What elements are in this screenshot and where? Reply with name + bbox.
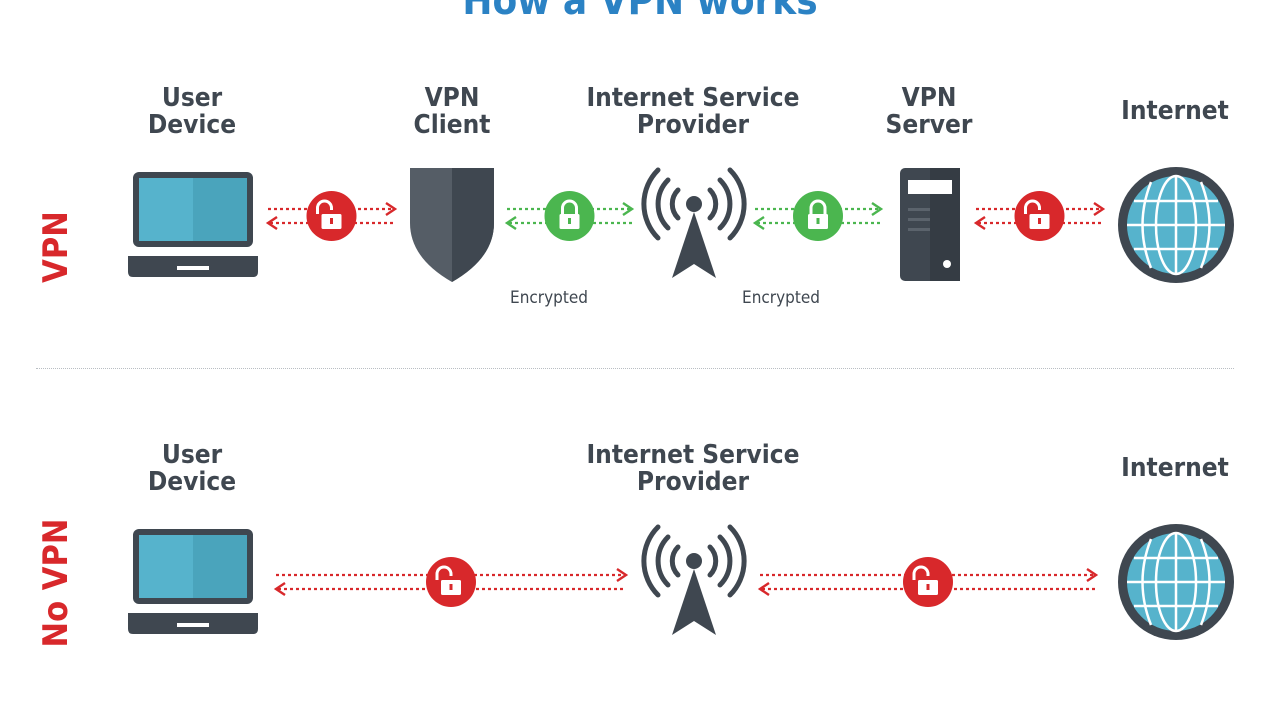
encrypted-caption: Encrypted [742,288,820,308]
server-icon [900,168,960,281]
arrow-right-icon [1093,202,1106,216]
node-label-internet: Internet [1121,96,1229,126]
section-divider [36,368,1234,369]
encrypted-link [504,191,635,241]
laptop-icon [128,172,258,277]
arrow-left-icon [504,216,517,230]
arrow-left-icon [273,582,286,596]
arrow-left-icon [757,582,770,596]
unencrypted-link [973,191,1106,241]
lock-open-icon [426,557,476,607]
globe-icon [1118,167,1234,283]
arrow-right-icon [385,202,398,216]
lock-closed-icon [544,191,595,241]
arrow-left-icon [265,216,278,230]
antenna-tower-icon [641,167,747,278]
unencrypted-link [757,557,1099,607]
encrypted-caption: Encrypted [510,288,588,308]
arrow-right-icon [1086,568,1099,582]
shield-icon [410,168,494,282]
lock-closed-icon [793,191,843,241]
antenna-tower-icon [641,524,747,635]
arrow-right-icon [616,568,629,582]
arrow-left-icon [752,216,765,230]
node-label-internet: Internet [1121,453,1229,483]
arrow-right-icon [622,202,635,216]
arrow-left-icon [973,216,986,230]
unencrypted-link [265,191,398,241]
diagram-title: How a VPN works [462,0,818,24]
globe-icon [1118,524,1234,640]
lock-open-icon [306,191,357,241]
lock-open-icon [903,557,953,607]
unencrypted-link [273,557,629,607]
laptop-icon [128,529,258,634]
lock-open-icon [1014,191,1065,241]
arrow-right-icon [871,202,884,216]
encrypted-link [752,191,884,241]
